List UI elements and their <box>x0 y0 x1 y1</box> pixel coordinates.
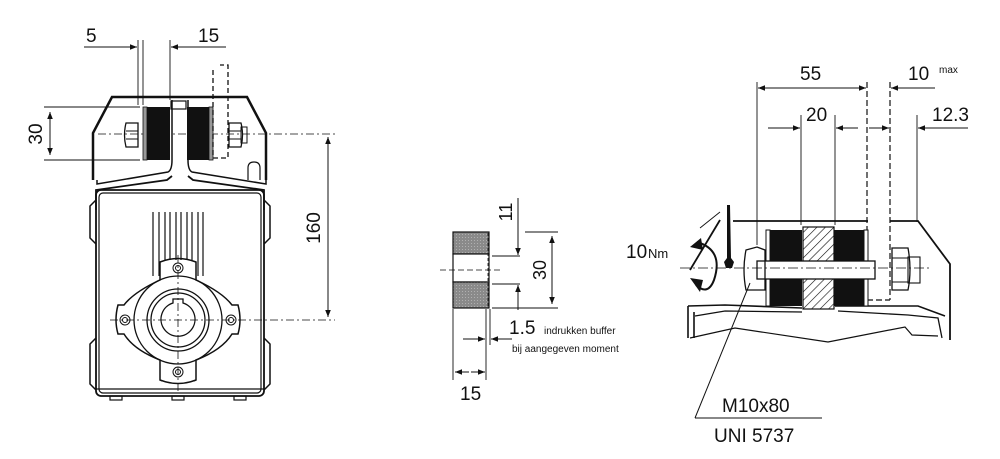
torque-unit: Nm <box>648 246 668 261</box>
note-compress-line2: bij aangegeven moment <box>512 344 619 355</box>
dim-offset-right: 15 <box>198 26 219 47</box>
dim-compression: 1.5 <box>509 318 535 339</box>
dim-gap-suffix: max <box>939 65 958 76</box>
note-compress-line1: indrukken buffer <box>544 326 616 337</box>
bolt-spec: M10x80 <box>722 396 790 417</box>
dim-bore: 11 <box>496 203 516 222</box>
dim-overall: 55 <box>800 64 821 85</box>
dim-offset-left: 5 <box>86 26 97 47</box>
torque-value: 10 <box>626 242 647 263</box>
dim-center-distance: 160 <box>304 212 325 244</box>
dim-buffer-height: 30 <box>26 123 47 144</box>
bolt-standard: UNI 5737 <box>714 426 794 447</box>
side-view: 10 Nm M10x80 UNI 5737 55 10 max 20 12.3 <box>626 64 969 447</box>
buffer-detail: 11 30 1.5 indrukken buffer bij aangegeve… <box>440 198 619 405</box>
front-view: 5 15 30 160 <box>26 26 335 401</box>
dim-offset: 12.3 <box>932 105 969 126</box>
dim-spacer: 20 <box>806 105 827 126</box>
dim-width: 15 <box>460 384 481 405</box>
dim-gap: 10 <box>908 64 929 85</box>
dim-height: 30 <box>530 260 550 280</box>
